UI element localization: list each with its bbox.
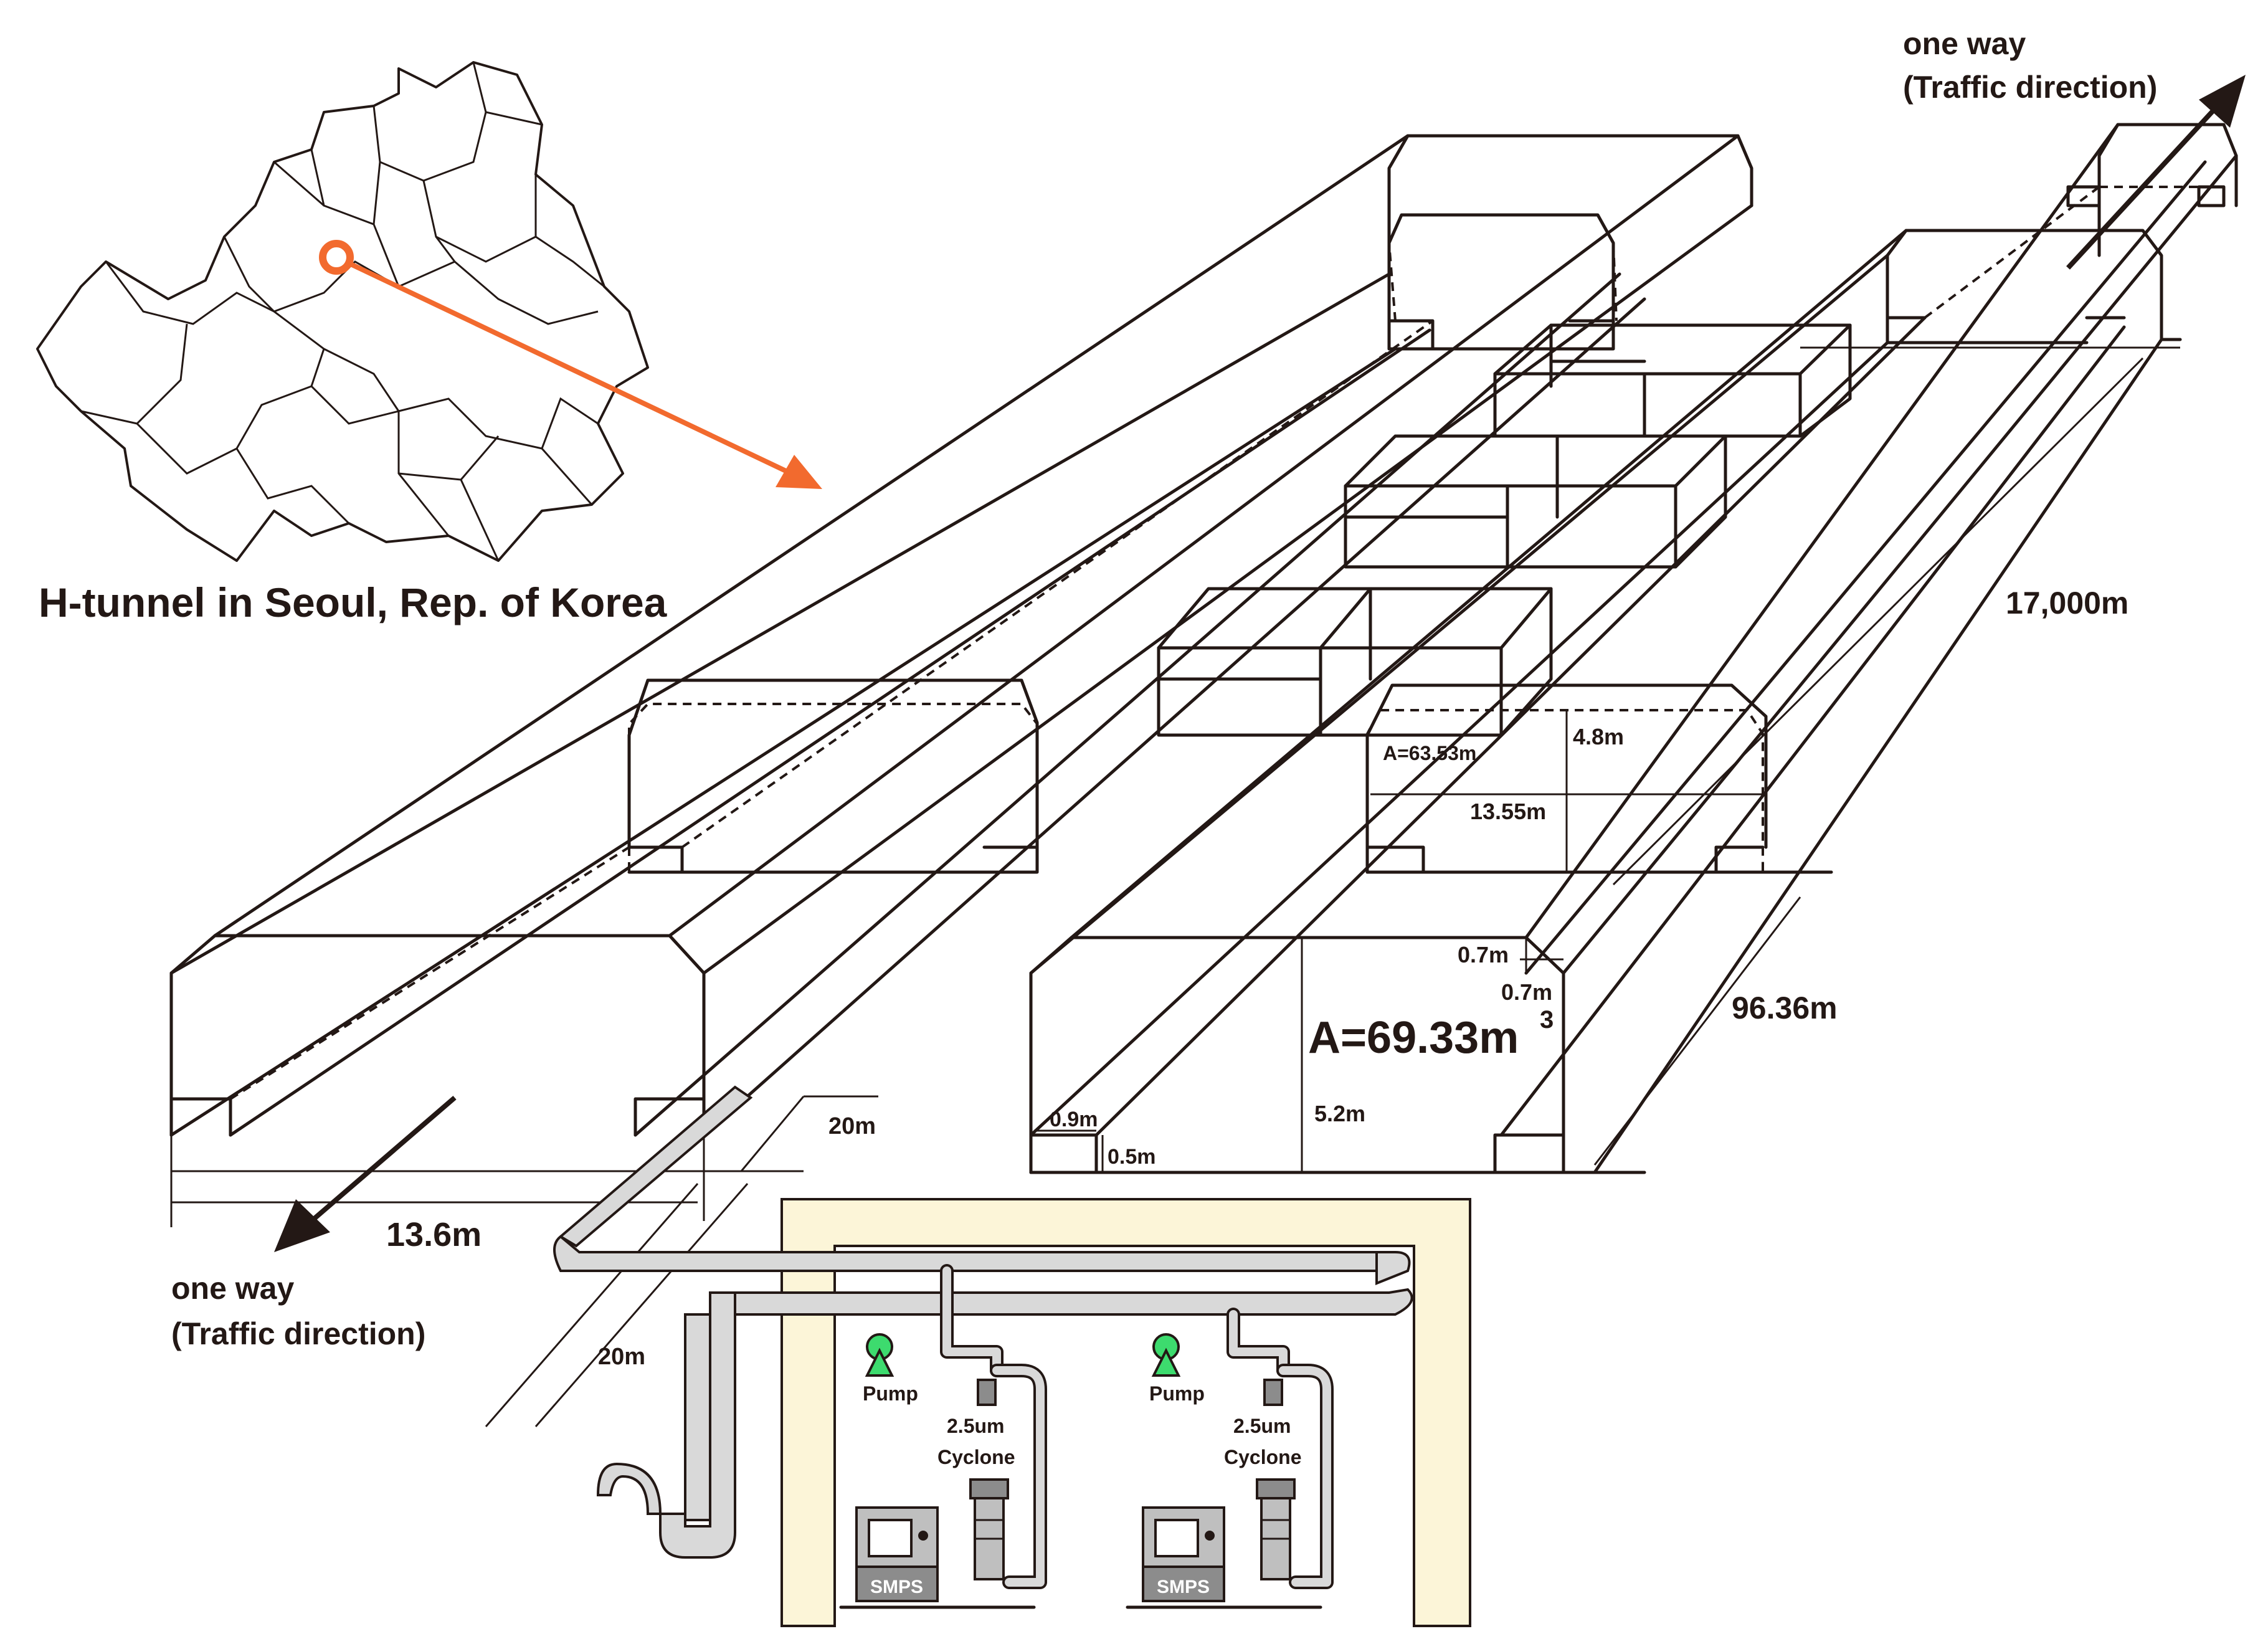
cross-passages [1157,323,1852,737]
smps-icon [1126,1506,1322,1609]
cyclone-label-line2: Cyclone [937,1446,1015,1468]
label-height-small: 4.8m [1573,724,1624,749]
label-width-large: 13.6m [386,1216,482,1253]
pump-label: Pump [863,1382,918,1405]
label-curb-width: 0.9m [1050,1108,1098,1131]
label-pipe-length-2: 20m [598,1344,645,1370]
equipment-left: Pump 2.5um Cyclone SMPS [839,1333,1036,1609]
cyclone-icon [1256,1379,1296,1580]
label-chamfer-2: 0.7m [1501,979,1552,1005]
label-section-spacing: 96.36m [1732,991,1838,1025]
pump-icon [865,1333,894,1377]
label-area-large: A=69.33m [1308,1013,1519,1063]
traffic-label-bottom-line1: one way [171,1271,294,1306]
traffic-label-bottom-line2: (Traffic direction) [171,1316,425,1351]
cyclone-label-line1: 2.5um [1233,1415,1291,1437]
traffic-arrow-top [2066,75,2246,270]
label-curb-height: 0.5m [1108,1145,1156,1169]
label-width-small: 13.55m [1470,799,1546,824]
smps-label: SMPS [1157,1577,1210,1597]
cyclone-label-line2: Cyclone [1224,1446,1301,1468]
map-caption: H-tunnel in Seoul, Rep. of Korea [39,579,668,625]
pump-label: Pump [1149,1382,1205,1405]
traffic-label-top-line1: one way [1903,26,2026,61]
tunnel-tube-right [1029,123,2238,1174]
smps-icon [839,1506,1036,1609]
label-chamfer-1: 0.7m [1458,942,1509,967]
sampling-pipes [553,1085,1413,1589]
smps-label: SMPS [870,1577,923,1597]
label-pipe-length-1: 20m [828,1113,876,1139]
label-area-large-exponent: 3 [1540,1006,1554,1033]
pump-icon [1151,1333,1181,1377]
traffic-label-top-line2: (Traffic direction) [1903,70,2157,105]
monitoring-shelter [781,1198,1471,1627]
label-area-small: A=63.53m [1383,742,1476,764]
seoul-district-map [36,61,649,562]
label-height-large: 5.2m [1314,1101,1365,1126]
traffic-arrow-bottom [274,1095,457,1252]
dimension-lines [170,346,2180,1427]
label-tunnel-length: 17,000m [2006,586,2128,620]
tunnel-tube-left [169,134,1753,1137]
cyclone-label-line1: 2.5um [947,1415,1004,1437]
cyclone-icon [969,1379,1009,1580]
equipment-right: Pump 2.5um Cyclone SMPS [1126,1333,1322,1609]
location-marker [319,240,822,489]
